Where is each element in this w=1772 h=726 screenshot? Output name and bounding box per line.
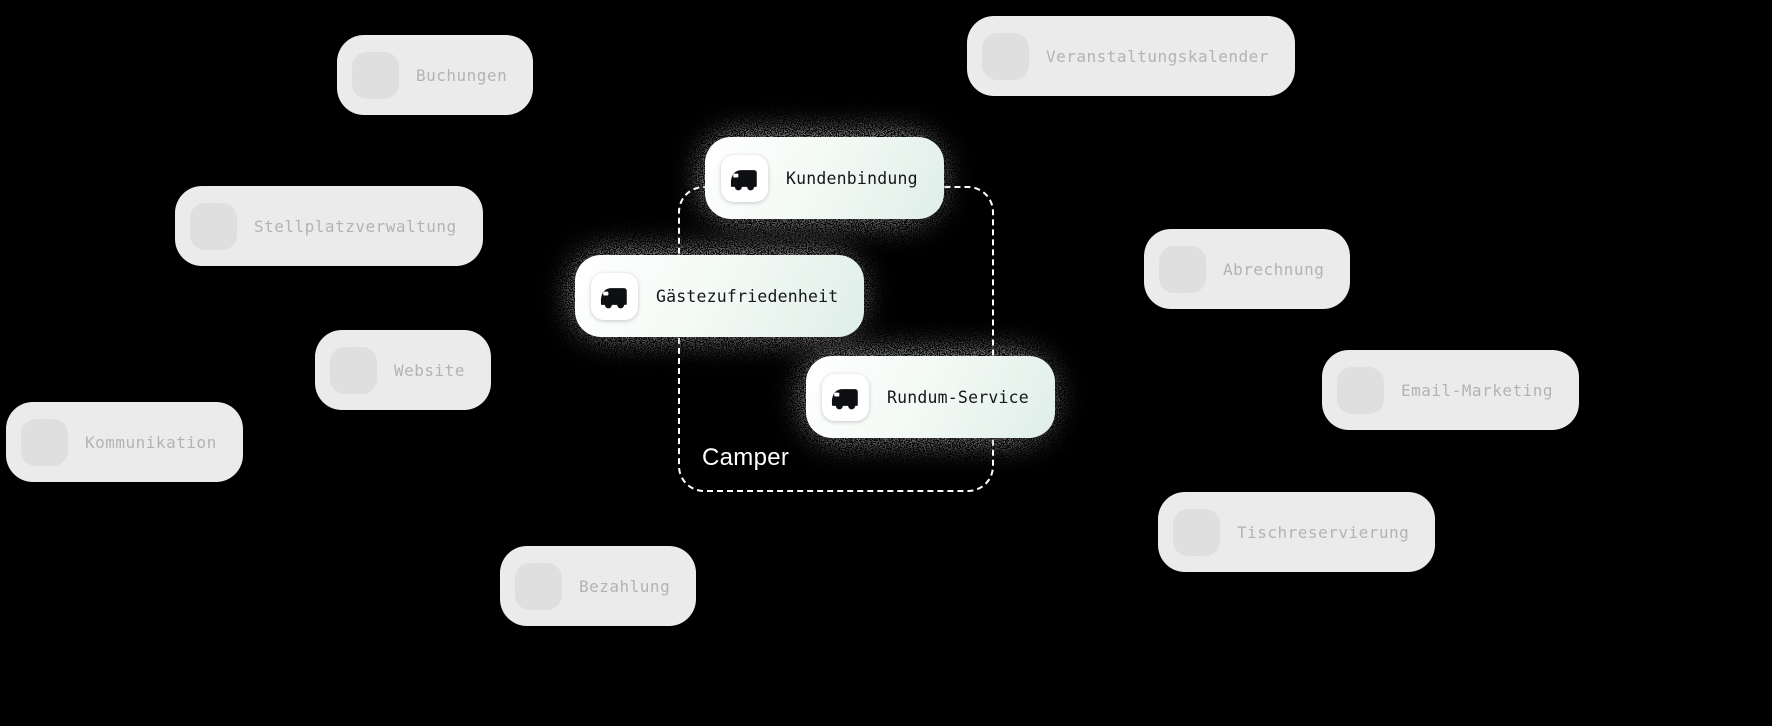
pill-label: Website	[394, 360, 465, 380]
pill-label: Stellplatzverwaltung	[254, 216, 457, 236]
camper-van-icon	[822, 373, 869, 421]
placeholder-icon	[352, 51, 399, 99]
pill-buchungen: Buchungen	[337, 35, 534, 115]
camper-van-icon	[721, 154, 768, 202]
placeholder-icon	[1337, 366, 1384, 414]
feature-card-rundum-service: Rundum-Service	[806, 356, 1055, 438]
pill-tischreservierung: Tischreservierung	[1158, 492, 1436, 572]
pill-label: Tischreservierung	[1237, 522, 1410, 542]
feature-card-label: Gästezufriedenheit	[656, 286, 839, 306]
placeholder-icon	[1159, 245, 1206, 293]
placeholder-icon	[330, 346, 377, 394]
placeholder-icon	[982, 32, 1029, 80]
placeholder-icon	[190, 202, 237, 250]
pill-label: Email-Marketing	[1401, 380, 1553, 400]
pill-abrechnung: Abrechnung	[1144, 229, 1351, 309]
placeholder-icon	[21, 418, 68, 466]
camper-van-icon	[591, 272, 638, 320]
pill-label: Kommunikation	[85, 432, 217, 452]
pill-website: Website	[315, 330, 491, 410]
feature-card-gaestezufriedenheit: Gästezufriedenheit	[575, 255, 865, 337]
pill-label: Bezahlung	[579, 576, 671, 596]
feature-card-label: Kundenbindung	[786, 168, 918, 188]
pill-email-marketing: Email-Marketing	[1322, 350, 1579, 430]
pill-label: Buchungen	[416, 65, 508, 85]
pill-label: Abrechnung	[1223, 259, 1325, 279]
placeholder-icon	[515, 562, 562, 610]
pill-kommunikation: Kommunikation	[6, 402, 243, 482]
pill-stellplatzverwaltung: Stellplatzverwaltung	[175, 186, 483, 266]
pill-bezahlung: Bezahlung	[500, 546, 697, 626]
placeholder-icon	[1173, 508, 1220, 556]
pill-label: Veranstaltungskalender	[1046, 46, 1269, 66]
feature-card-kundenbindung: Kundenbindung	[705, 137, 944, 219]
pill-veranstaltungskalender: Veranstaltungskalender	[967, 16, 1295, 96]
feature-card-label: Rundum-Service	[887, 387, 1029, 407]
